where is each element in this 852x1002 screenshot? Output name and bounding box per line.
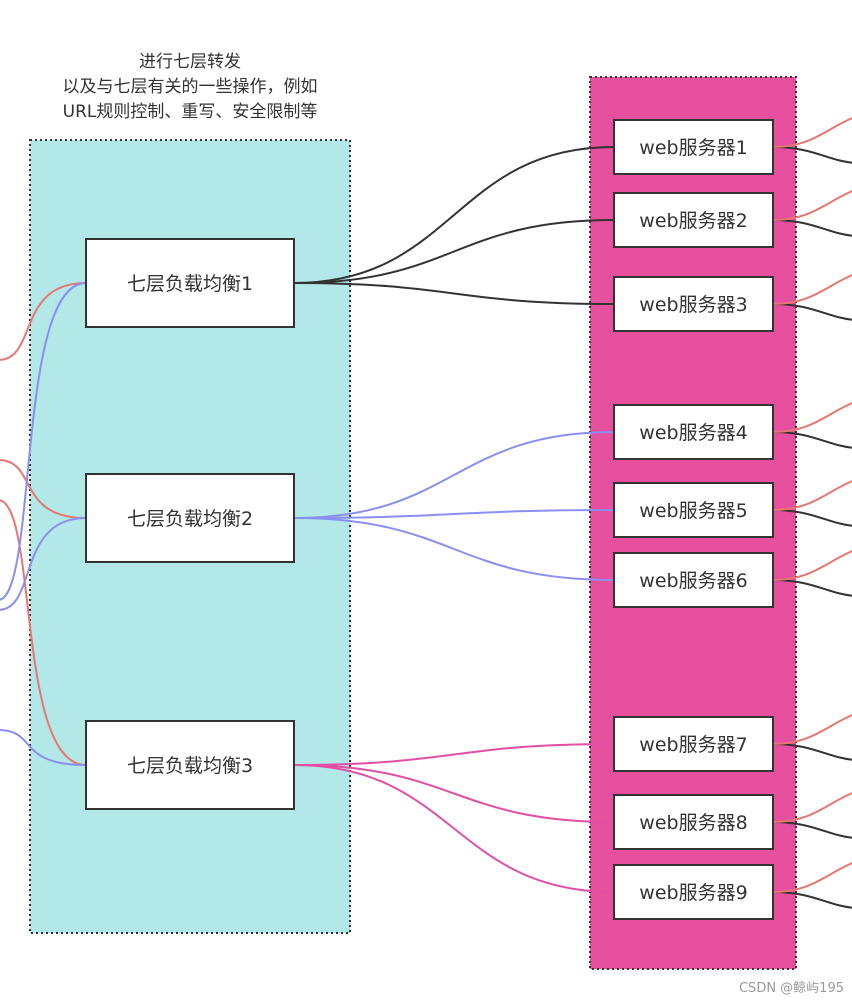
- server-node-8[interactable]: [613, 794, 774, 850]
- server-node-6-label: web服务器6: [639, 570, 747, 592]
- link-right-out-red-3: [772, 274, 852, 305]
- server-node-8-label: web服务器8: [639, 812, 747, 834]
- server-node-4-label: web服务器4: [639, 422, 747, 444]
- watermark: CSDN @鲸屿195: [738, 981, 844, 996]
- caption-line-3: URL规则控制、重写、安全限制等: [62, 102, 318, 122]
- server-node-3-label: web服务器3: [639, 294, 747, 316]
- server-node-7-label: web服务器7: [639, 734, 747, 756]
- server-node-5[interactable]: [613, 482, 774, 538]
- link-lb1-server2: [293, 219, 615, 284]
- link-right-out-red-8: [772, 792, 852, 823]
- server-node-6[interactable]: [613, 552, 774, 608]
- link-right-out-red-9: [772, 862, 852, 893]
- link-left-incoming-1: [0, 282, 87, 361]
- link-lb1-server1: [293, 146, 615, 284]
- server-node-3[interactable]: [613, 276, 774, 332]
- link-lb3-server7: [293, 743, 615, 766]
- caption-line-2: 以及与七层有关的一些操作，例如: [62, 77, 318, 97]
- link-left-incoming-2: [0, 459, 87, 519]
- server-node-1-label: web服务器1: [639, 137, 747, 159]
- link-lb3-server9: [293, 764, 615, 893]
- server-node-4[interactable]: [613, 404, 774, 460]
- lb-node-3-label: 七层负载均衡3: [127, 755, 253, 777]
- link-left-incoming-3: [0, 499, 87, 766]
- link-right-out-red-7: [772, 714, 852, 745]
- lb-node-2[interactable]: [85, 473, 295, 563]
- server-node-9-label: web服务器9: [639, 882, 747, 904]
- link-lb2-server4: [293, 431, 615, 519]
- link-lb2-server5: [293, 509, 615, 519]
- lb-node-1-label: 七层负载均衡1: [127, 273, 253, 295]
- lb-node-1[interactable]: [85, 238, 295, 328]
- link-right-out-red-6: [772, 550, 852, 581]
- connection-lines: [0, 117, 852, 909]
- caption-line-1: 进行七层转发: [139, 52, 241, 72]
- diagram-nodes: 七层负载均衡1 七层负载均衡2 七层负载均衡3 web服务器1 web服务器2 web服务…: [85, 119, 774, 920]
- server-node-9[interactable]: [613, 864, 774, 920]
- link-left-incoming-5: [0, 517, 87, 611]
- link-right-out-red-5: [772, 480, 852, 511]
- server-node-2-label: web服务器2: [639, 210, 747, 232]
- server-node-2[interactable]: [613, 192, 774, 248]
- link-right-out-red-4: [772, 402, 852, 433]
- link-right-out-red-1: [772, 117, 852, 148]
- lb-node-2-label: 七层负载均衡2: [127, 508, 253, 530]
- lb-node-3[interactable]: [85, 720, 295, 810]
- lb-zone-caption: 进行七层转发 以及与七层有关的一些操作，例如 URL规则控制、重写、安全限制等: [0, 50, 380, 125]
- link-lb2-server6: [293, 517, 615, 581]
- server-node-7[interactable]: [613, 716, 774, 772]
- link-lb3-server8: [293, 764, 615, 823]
- link-lb1-server3: [293, 282, 615, 305]
- server-node-1[interactable]: [613, 119, 774, 175]
- link-left-incoming-4: [0, 282, 87, 601]
- link-left-incoming-6: [0, 729, 87, 766]
- server-node-5-label: web服务器5: [639, 500, 747, 522]
- link-right-out-red-2: [772, 190, 852, 221]
